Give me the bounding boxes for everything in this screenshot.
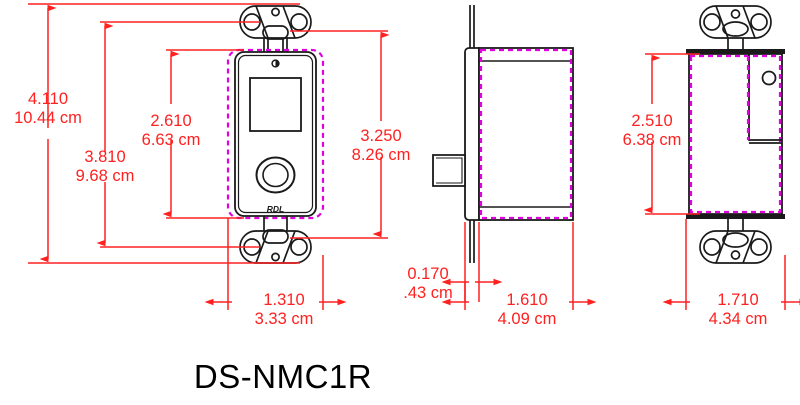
dim-label-rear-body-height-metric: 6.38 cm xyxy=(622,131,682,149)
dimension-lines xyxy=(28,3,800,310)
dim-label-rear-body-width: 1.710 4.34 cm xyxy=(709,291,768,329)
drawing-title: DS-NMC1R xyxy=(193,358,373,395)
dim-label-body-depth-metric: 4.09 cm xyxy=(497,310,557,328)
front-display-screen xyxy=(249,77,302,132)
front-brand-mark: RDL xyxy=(267,204,284,214)
dim-label-plate-height-metric: 6.63 cm xyxy=(141,131,201,149)
front-top-mounting-strap xyxy=(239,5,312,53)
front-faceplate xyxy=(226,48,325,220)
front-rotary-knob xyxy=(255,156,296,194)
side-body xyxy=(478,47,574,221)
dim-label-rear-body-width-inches: 1.710 xyxy=(717,291,759,309)
front-view: RDL xyxy=(226,5,325,264)
rear-top-mounting-strap xyxy=(699,5,772,50)
rear-bottom-mounting-strap xyxy=(699,219,772,264)
dim-label-plate-thickness-inches: 0.170 xyxy=(407,265,449,283)
dim-label-yoke-hole-height-metric: 9.68 cm xyxy=(75,167,135,185)
rear-body xyxy=(688,53,783,215)
dim-label-body-depth-inches: 1.610 xyxy=(506,291,548,309)
dim-label-plate-thickness-metric: .43 cm xyxy=(403,284,453,302)
dim-label-plate-height-inches: 2.610 xyxy=(150,112,192,130)
dim-label-plate-width-metric: 3.33 cm xyxy=(254,310,314,328)
dim-label-overall-height-inches: 4.110 xyxy=(27,90,69,108)
dim-label-overall-height: 4.110 10.44 cm xyxy=(14,90,82,128)
dim-label-body-depth: 1.610 4.09 cm xyxy=(498,291,557,329)
rear-faceplate-edge xyxy=(686,49,785,219)
dim-label-plate-width-inches: 1.310 xyxy=(263,291,305,309)
dim-label-strap-slot-height: 3.250 8.26 cm xyxy=(352,127,411,165)
svg-text:RDL: RDL xyxy=(267,204,284,214)
dim-label-rear-body-height-inches: 2.510 xyxy=(631,112,673,130)
dim-label-plate-thickness: 0.170 .43 cm xyxy=(403,265,453,303)
side-view xyxy=(432,5,574,263)
dim-label-plate-height: 2.610 6.63 cm xyxy=(142,112,201,150)
side-rear-connector xyxy=(432,154,466,187)
dim-label-plate-width: 1.310 3.33 cm xyxy=(255,291,314,329)
dim-label-strap-slot-height-inches: 3.250 xyxy=(360,127,402,145)
front-bottom-mounting-strap xyxy=(239,216,312,264)
front-ir-sensor-icon xyxy=(271,59,280,68)
dim-label-yoke-hole-height: 3.810 9.68 cm xyxy=(76,148,135,186)
side-mounting-strap xyxy=(469,5,475,263)
dim-label-overall-height-metric: 10.44 cm xyxy=(14,109,82,127)
dim-label-rear-body-width-metric: 4.34 cm xyxy=(708,310,768,328)
side-faceplate-edge xyxy=(464,47,480,221)
dim-label-strap-slot-height-metric: 8.26 cm xyxy=(351,146,411,164)
dim-label-rear-body-height: 2.510 6.38 cm xyxy=(623,112,682,150)
dim-label-yoke-hole-height-inches: 3.810 xyxy=(84,148,126,166)
rear-view xyxy=(686,5,785,264)
